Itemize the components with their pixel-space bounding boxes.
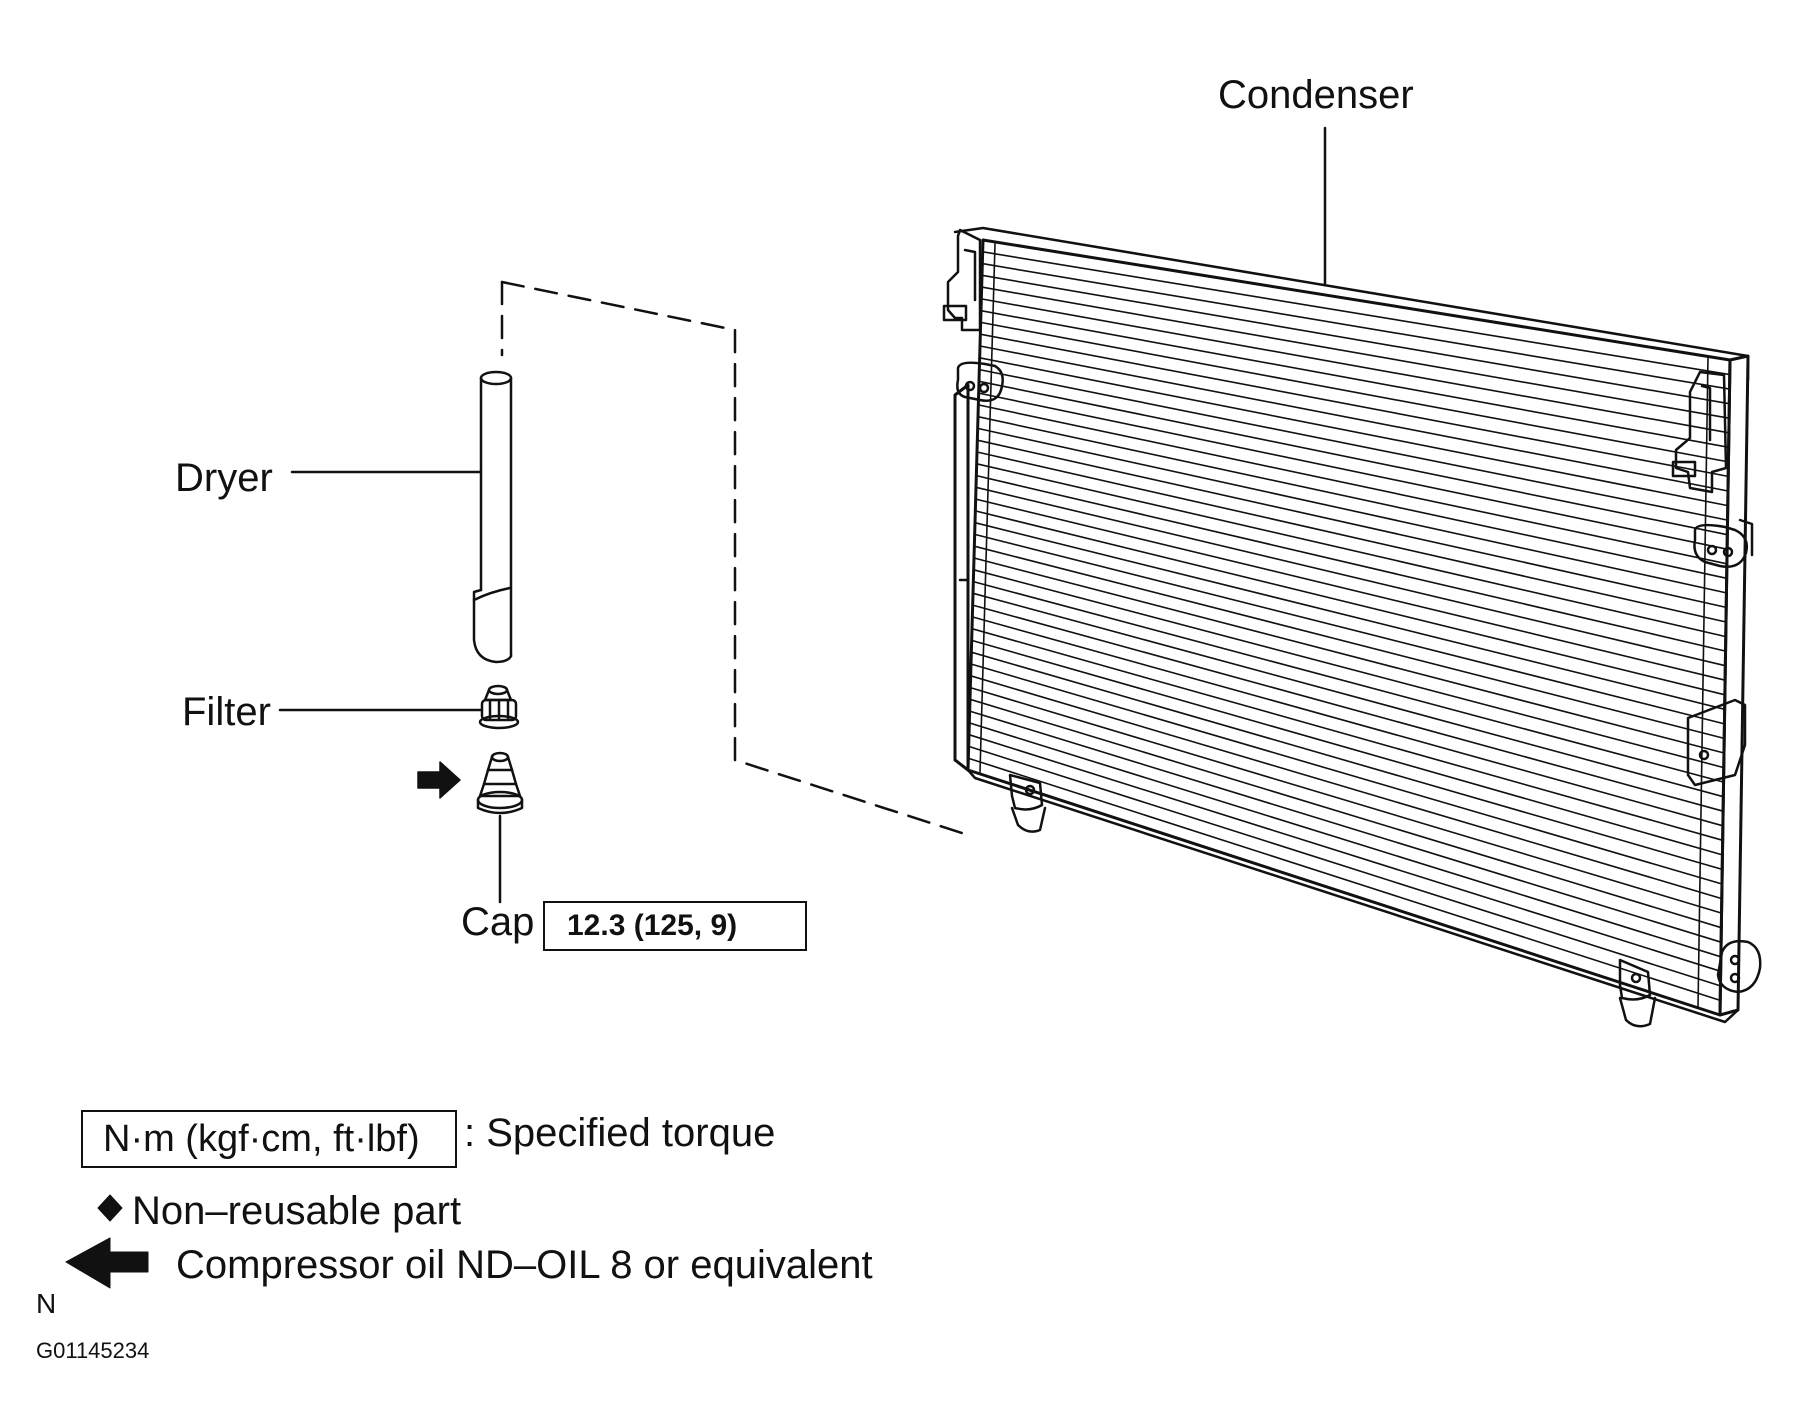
specified-torque-label: : Specified torque [464, 1111, 776, 1155]
filter-part [478, 684, 520, 730]
condenser-fin-line [978, 405, 1727, 564]
condenser-fin-line [973, 582, 1723, 783]
condenser-fin-line [979, 381, 1727, 534]
condenser-fin-line [982, 287, 1729, 418]
condenser-fin-line [970, 711, 1721, 942]
condenser-fin-line [977, 464, 1726, 637]
dryer-location-dashed-outline [500, 280, 970, 837]
compressor-oil-arrow-marker [417, 761, 461, 799]
condenser-fin-line [980, 358, 1728, 506]
orientation-mark: N [36, 1288, 57, 1319]
cap-torque-value-box: 12.3 (125, 9) [543, 901, 807, 951]
condenser-fin-line [983, 252, 1730, 375]
condenser-fin-line [972, 640, 1723, 855]
non-reusable-diamond-icon [97, 1194, 123, 1222]
condenser-fin-line [982, 264, 1729, 390]
condenser-fin-line [972, 629, 1723, 841]
dryer-label: Dryer [175, 456, 273, 500]
condenser-fin-line [977, 440, 1726, 607]
condenser-fin-line [976, 476, 1725, 651]
condenser-fin-line [982, 275, 1729, 403]
non-reusable-label: Non–reusable part [132, 1189, 462, 1233]
condenser-tank-edge [1698, 357, 1708, 1008]
condenser-fin-line [980, 334, 1728, 476]
condenser-fin-line [981, 299, 1729, 433]
condenser-fin-line [971, 676, 1722, 899]
cap-part [476, 751, 524, 815]
condenser-fin-line [981, 311, 1729, 448]
condenser-fin-line [969, 746, 1721, 986]
condenser-fin-line [976, 499, 1725, 680]
cap-label: Cap [461, 900, 535, 944]
condenser-fin-line [975, 523, 1725, 710]
condenser-fin-line [971, 652, 1722, 869]
condenser-label: Condenser [1218, 73, 1414, 117]
condenser-fin-line [973, 593, 1723, 796]
cap-torque-value: 12.3 (125, 9) [567, 909, 738, 942]
condenser-part [942, 226, 1762, 1028]
condenser-fin-line [980, 346, 1728, 491]
condenser-fin-line [981, 322, 1729, 462]
condenser-fin-line [969, 735, 1721, 972]
condenser-fin-line [971, 664, 1722, 884]
condenser-fin-line [970, 699, 1721, 927]
condenser-fin-line [974, 570, 1724, 768]
filter-label: Filter [182, 690, 271, 734]
condenser-fin-line [979, 370, 1727, 520]
condenser-fin-line [976, 487, 1725, 665]
condenser-fin-line [974, 546, 1724, 738]
condenser-fin-line [972, 617, 1723, 826]
condenser-fin-line [978, 417, 1727, 579]
condenser-fin-line [968, 758, 1720, 1000]
condenser-fin-line [975, 534, 1725, 724]
figure-id-label: G01145234 [36, 1338, 150, 1363]
condenser-fin-line [969, 723, 1721, 957]
torque-unit-label: N·m (kgf·cm, ft·lbf) [103, 1117, 420, 1160]
condenser-fin-line [970, 688, 1721, 914]
condenser-fin-lines [968, 244, 1730, 1008]
condenser-fin-line [974, 558, 1724, 753]
condenser-fin-line [975, 511, 1725, 695]
condenser-fin-line [979, 393, 1727, 549]
condenser-fin-line [973, 605, 1723, 811]
compressor-oil-label: Compressor oil ND–OIL 8 or equivalent [176, 1243, 873, 1287]
condenser-fin-line [977, 452, 1726, 622]
torque-unit-legend-box: N·m (kgf·cm, ft·lbf) [81, 1110, 457, 1168]
condenser-fin-line [978, 428, 1727, 593]
condenser-tank-edge [980, 244, 995, 772]
compressor-oil-arrow-icon [65, 1237, 149, 1289]
dryer-part [472, 370, 513, 664]
